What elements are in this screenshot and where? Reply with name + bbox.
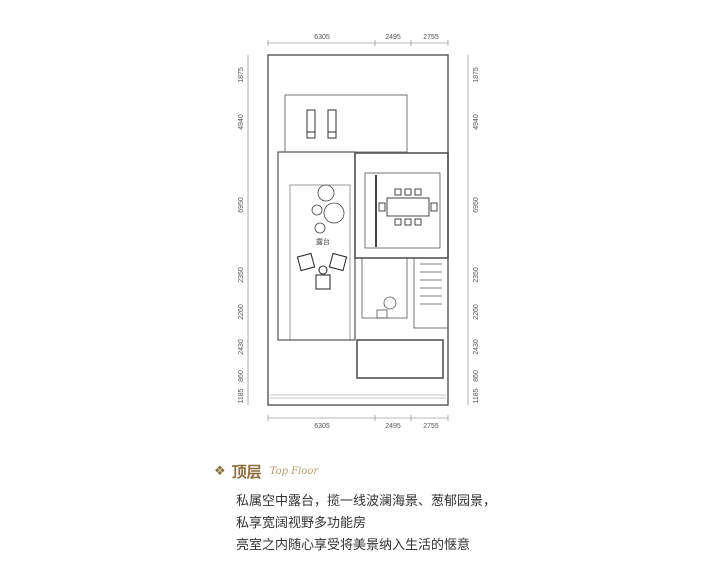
dim-left-5: 2260 (238, 304, 245, 320)
dim-bottom-3: 2755 (423, 423, 439, 430)
description-line-1: 私属空中露台，揽一线波澜海景、葱郁园景， (236, 494, 497, 509)
dim-top-2: 2495 (385, 34, 401, 41)
title-chinese: 顶层 (231, 462, 262, 481)
dim-bottom-1: 6305 (314, 423, 330, 430)
parapet-hatch (270, 394, 446, 399)
dim-left-7: 860 (238, 370, 245, 382)
dim-right-2: 4940 (473, 114, 480, 130)
dim-left-3: 6950 (238, 197, 245, 213)
floor-plan: 6305 2495 2755 6305 2495 2755 1875 4940 … (238, 34, 480, 430)
roof-outline (267, 54, 449, 406)
dim-left-8: 1185 (238, 388, 245, 403)
multi-function-room (354, 152, 449, 259)
sun-lounger-icon (306, 109, 337, 139)
dim-left-4: 2350 (238, 267, 245, 283)
description-line-3: 亮室之内随心享受将美景纳入生活的惬意 (236, 538, 471, 553)
dim-right-5: 2260 (473, 304, 480, 320)
lower-room (356, 339, 444, 379)
dimension-labels: 6305 2495 2755 6305 2495 2755 1875 4940 … (238, 34, 480, 430)
stair-bath-area (361, 257, 449, 329)
armchair-icon (296, 252, 348, 290)
dim-bottom-2: 2495 (385, 423, 401, 430)
dining-table-icon (378, 188, 438, 226)
dim-left-6: 2430 (238, 339, 245, 355)
dim-right-8: 1185 (473, 388, 480, 403)
dim-right-6: 2430 (473, 339, 480, 355)
round-table-icon (311, 184, 345, 234)
dim-left-2: 4940 (238, 114, 245, 130)
dimension-lines (247, 40, 469, 421)
dim-right-4: 2350 (473, 267, 480, 283)
dim-right-7: 860 (473, 370, 480, 382)
description-line-2: 私享宽阔视野多功能房 (236, 516, 367, 531)
dim-right-3: 6950 (473, 197, 480, 213)
title-english: Top Floor (269, 465, 319, 477)
floor-title: ❖ 顶层 Top Floor (214, 460, 318, 482)
dim-top-1: 6305 (314, 34, 330, 41)
dim-right-1: 1875 (473, 67, 480, 83)
dim-left-1: 1875 (238, 67, 245, 83)
terrace-area (277, 151, 356, 341)
terrace-label: 露台 (316, 237, 330, 246)
diamond-bullet-icon: ❖ (214, 463, 226, 479)
dim-top-3: 2755 (423, 34, 439, 41)
